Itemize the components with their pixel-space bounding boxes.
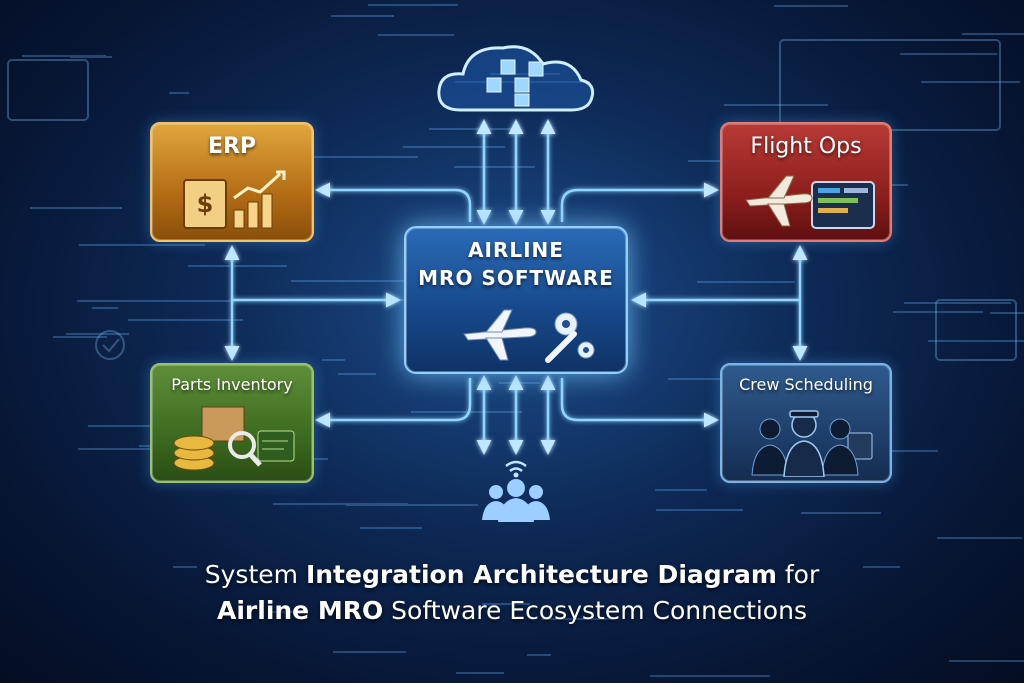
caption-line2-part-b: Software Ecosystem Connections: [383, 596, 807, 625]
flight-ops-label: Flight Ops: [722, 134, 890, 159]
svg-text:$: $: [197, 190, 214, 218]
arrow-parts-center: [318, 378, 470, 420]
finance-chart-icon: $: [180, 170, 290, 234]
wireless-users-icon: [478, 456, 554, 524]
flight-ops-box[interactable]: Flight Ops: [720, 122, 892, 242]
arrow-crew-center: [562, 378, 716, 420]
caption-line2-part-a: Airline MRO: [217, 596, 383, 625]
caption-line1-part-b: Integration Architecture Diagram: [306, 560, 777, 589]
caption-line1-part-c: for: [777, 560, 819, 589]
parts-inventory-box[interactable]: Parts Inventory: [150, 363, 314, 483]
diagram-caption-line2: Airline MRO Software Ecosystem Connectio…: [0, 594, 1024, 628]
hub-title-line1: AIRLINE: [406, 236, 626, 264]
database-box-search-icon: [170, 403, 300, 475]
crew-members-icon: [744, 403, 876, 477]
hub-title: AIRLINE MRO SOFTWARE: [406, 236, 626, 292]
airplane-gears-icon: [462, 304, 602, 366]
erp-label: ERP: [152, 134, 312, 159]
crew-scheduling-label: Crew Scheduling: [722, 375, 890, 394]
crew-scheduling-box[interactable]: Crew Scheduling: [720, 363, 892, 483]
diagram-caption-line1: System Integration Architecture Diagram …: [0, 558, 1024, 592]
airline-mro-software-hub[interactable]: AIRLINE MRO SOFTWARE: [404, 226, 628, 374]
arrow-flight-center: [562, 190, 716, 222]
caption-line1-part-a: System: [205, 560, 306, 589]
arrow-erp-center: [318, 190, 470, 222]
parts-inventory-label: Parts Inventory: [152, 375, 312, 394]
cloud-network-icon: [431, 38, 597, 118]
hub-title-line2: MRO SOFTWARE: [406, 264, 626, 292]
airplane-dashboard-icon: [742, 168, 878, 236]
erp-system-box[interactable]: ERP $: [150, 122, 314, 242]
